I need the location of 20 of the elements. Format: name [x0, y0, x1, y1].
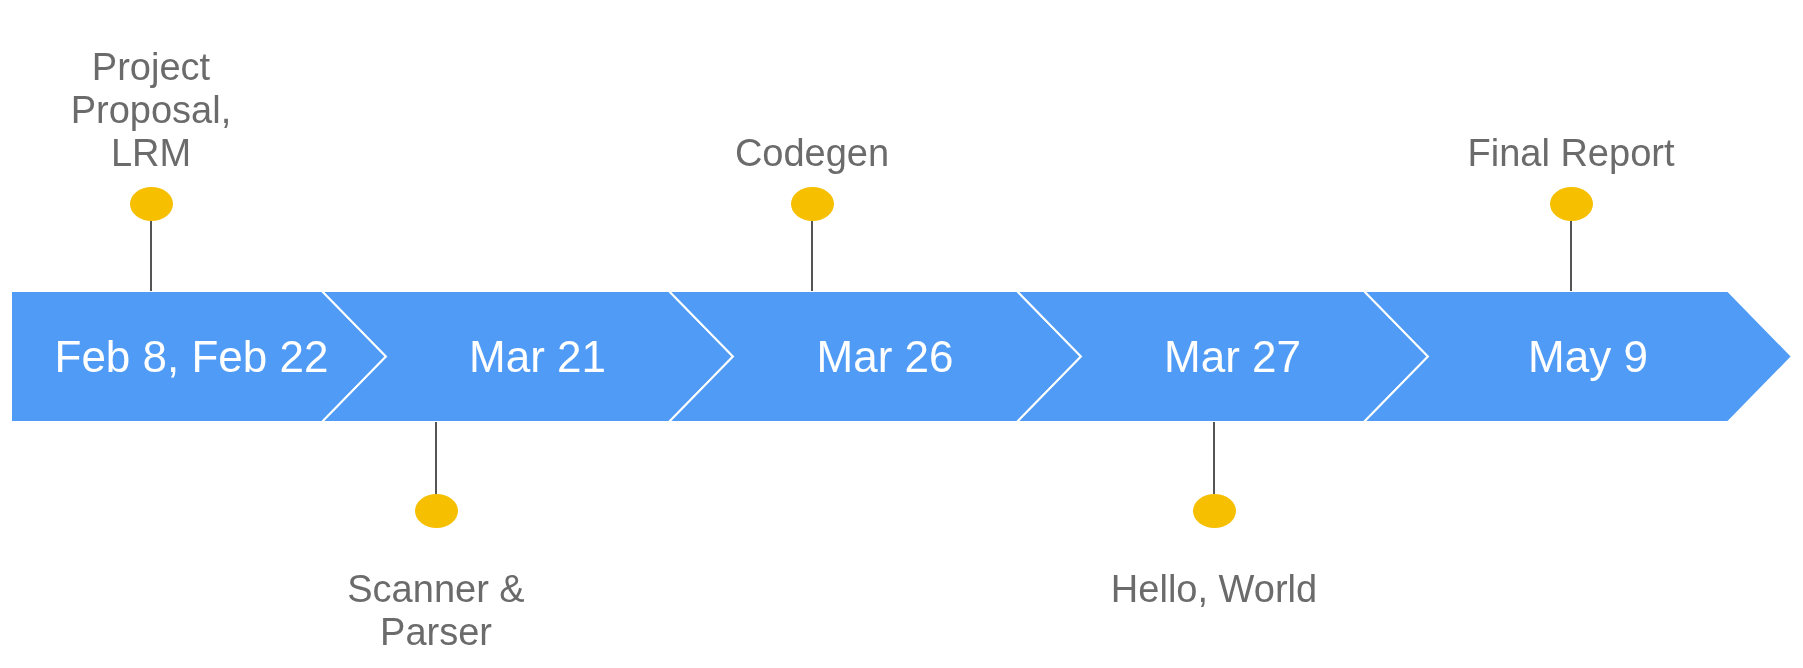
milestone-label: Codegen	[733, 132, 891, 175]
milestone-label: Project Proposal, LRM	[69, 46, 233, 175]
leader-line	[435, 421, 437, 495]
date-label: Mar 26	[815, 332, 955, 381]
milestone-dot	[1192, 494, 1236, 528]
date-label: Feb 8, Feb 22	[53, 332, 330, 381]
leader-line	[811, 220, 813, 292]
milestone-dot	[1549, 187, 1593, 221]
milestone-label: Scanner & Parser	[346, 568, 526, 654]
leader-line	[150, 220, 152, 292]
milestone-dot	[790, 187, 834, 221]
milestone-label: Final Report	[1466, 132, 1676, 175]
milestone-label: Hello, World	[1109, 568, 1319, 611]
milestone-dot	[414, 494, 458, 528]
milestone-dot	[129, 187, 173, 221]
date-label: Mar 27	[1163, 332, 1302, 381]
date-label: Mar 21	[468, 332, 607, 381]
leader-line	[1570, 220, 1572, 292]
leader-line	[1213, 421, 1215, 495]
date-label: May 9	[1527, 332, 1649, 381]
